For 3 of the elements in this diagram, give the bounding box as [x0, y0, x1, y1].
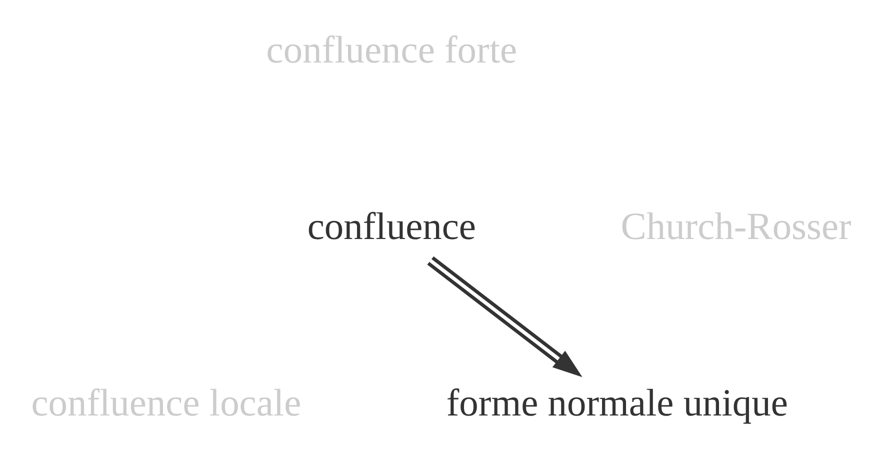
- arrow: [427, 256, 582, 378]
- node-text: forme normale unique: [446, 382, 788, 424]
- node-text: confluence: [307, 206, 476, 248]
